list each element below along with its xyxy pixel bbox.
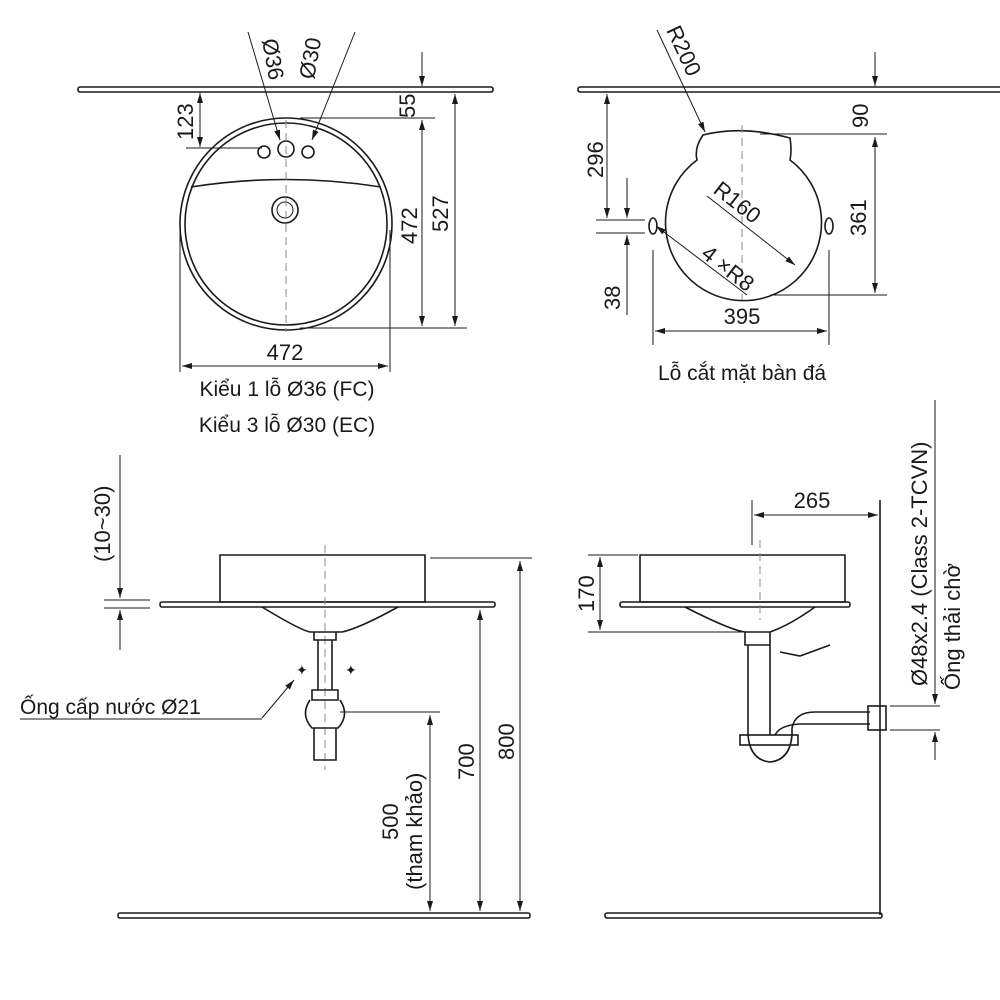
dim-527: 527 (428, 195, 453, 232)
countertop-edge (77, 86, 494, 93)
dim-395: 395 (724, 304, 761, 329)
dim-hole-30: Ø30 (294, 36, 326, 81)
supply-valve-left-icon: ✦ (296, 662, 308, 678)
wall-drain-fitting (867, 705, 887, 731)
countertop-edge (577, 86, 1000, 93)
basin-bowl (261, 606, 399, 633)
dim-500: 500 (378, 803, 403, 840)
cutout-caption: Lỗ cắt mặt bàn đá (658, 362, 826, 385)
note-single-hole: Kiểu 1 lỗ Ø36 (FC) (199, 378, 374, 401)
drain-pipe-spec: Ø48x2.4 (Class 2-TCVN) (907, 441, 932, 686)
floor-line (117, 912, 531, 919)
dim-472-vertical: 472 (397, 207, 422, 244)
basin-body (219, 554, 426, 603)
countertop (159, 601, 496, 608)
basin-body (639, 554, 846, 603)
dim-296: 296 (583, 141, 608, 178)
top-view: Ø36 Ø30 123 55 472 527 472 Kiểu 1 lỗ Ø36… (77, 31, 494, 437)
p-trap-pipe (744, 632, 870, 763)
dim-800: 800 (494, 723, 519, 760)
mount-slot-right (824, 217, 834, 235)
drain-hole (271, 196, 299, 224)
note-three-hole: Kiểu 3 lỗ Ø30 (EC) (199, 414, 375, 437)
cutout-view: R200 R160 4 ×R8 296 38 90 361 395 Lỗ cắt… (577, 22, 1000, 385)
dim-123: 123 (173, 103, 198, 140)
floor-line (604, 912, 883, 919)
dim-38: 38 (600, 286, 625, 310)
dim-4xr8: 4 ×R8 (697, 240, 759, 296)
dim-170: 170 (574, 575, 599, 612)
dim-265: 265 (794, 488, 831, 513)
dim-r200: R200 (661, 22, 706, 80)
dim-90: 90 (848, 104, 873, 128)
dim-472-horizontal: 472 (267, 340, 304, 365)
dim-r160: R160 (709, 176, 766, 228)
drain-pipe-label: Ống thải chờ (939, 563, 965, 690)
dim-55: 55 (395, 94, 420, 118)
dim-700: 700 (454, 743, 479, 780)
supply-pipe-label: Ống cấp nước Ø21 (20, 695, 201, 719)
tap-hole-left (257, 145, 271, 159)
tap-hole-right (301, 145, 315, 159)
basin-bowl (684, 606, 816, 633)
dim-361: 361 (846, 199, 871, 236)
trap-nut (739, 734, 799, 746)
dim-500-note: (tham khảo) (402, 773, 427, 890)
cutout-outline (664, 129, 823, 302)
mount-slot-left (648, 217, 658, 235)
dim-hole-36: Ø36 (257, 37, 289, 82)
dim-gap-10-30: (10~30) (90, 486, 115, 562)
drain-trap (304, 632, 346, 761)
front-view: ✦ ✦ (10~30) Ống cấp nước Ø21 800 700 500… (20, 455, 532, 919)
countertop (619, 601, 851, 608)
supply-valve-right-icon: ✦ (345, 662, 357, 678)
side-view: 265 170 Ø48x2.4 (Class 2-TCVN) Ống thải … (574, 400, 965, 919)
